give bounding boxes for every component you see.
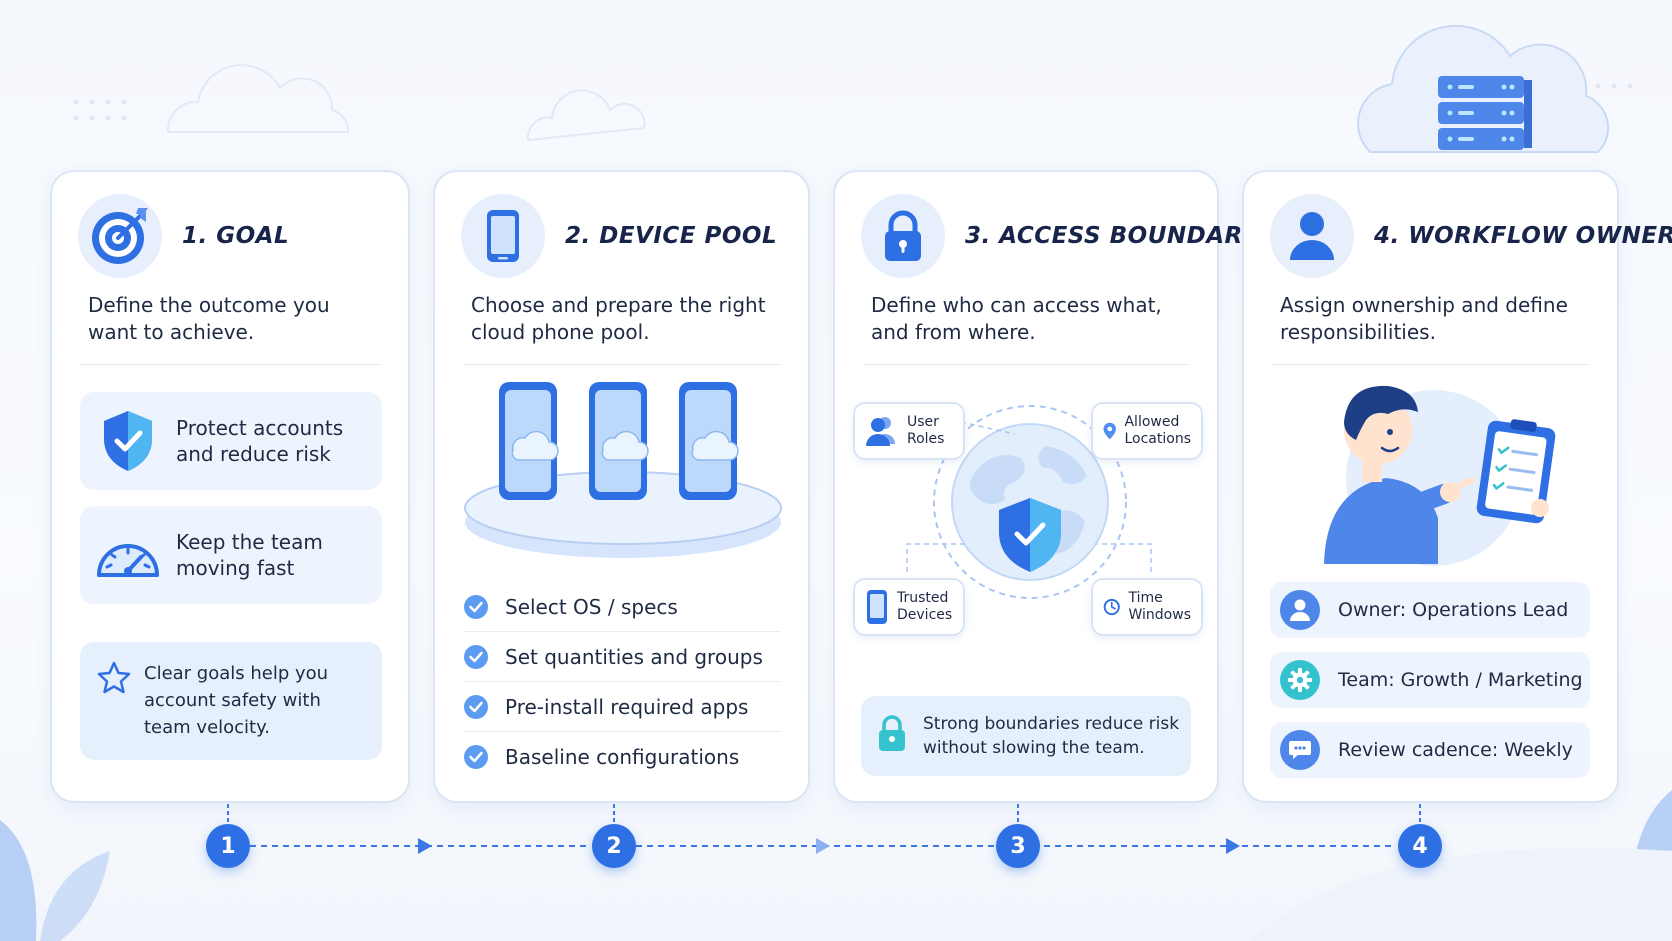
cloud-server-illustration: [1357, 24, 1610, 153]
cloud-outline-center: [526, 89, 646, 142]
step-marker-1: 1: [206, 824, 250, 868]
target-icon: [78, 194, 162, 278]
globe-shield-illustration: [933, 405, 1127, 599]
phone-1: [499, 382, 559, 500]
card-title: 2. DEVICE POOL: [565, 223, 778, 249]
card-title: 1. GOAL: [182, 223, 290, 249]
goal-note: Clear goals help you account safety with…: [80, 642, 382, 760]
step-marker-3: 3: [996, 824, 1040, 868]
card-access-boundary: 3. ACCESS BOUNDARY Define who can access…: [833, 170, 1257, 803]
card-device-pool: 2. DEVICE POOL Choose and prepare the ri…: [433, 170, 810, 803]
cloud-outline-left: [166, 64, 350, 133]
owner-row: Owner: Operations Lead: [1270, 582, 1590, 638]
card-goal: 1. GOAL Define the outcome you want to a…: [50, 170, 410, 803]
users-icon: [866, 417, 895, 446]
check-circle-icon: [464, 694, 488, 719]
arrow-right-icon: [1226, 838, 1240, 854]
phone-icon: [867, 590, 887, 624]
leaf-decoration-left: [0, 820, 110, 941]
lock-icon: [877, 714, 907, 756]
step-marker-2: 2: [592, 824, 636, 868]
arrow-right-icon: [418, 838, 432, 854]
speedometer-icon: [80, 531, 176, 579]
check-circle-icon: [464, 644, 488, 669]
person-clipboard-illustration: [1324, 385, 1556, 566]
shield-check-icon: [80, 409, 176, 473]
location-pin-icon: [1103, 422, 1116, 440]
card-description: Define the outcome you want to achieve.: [88, 293, 330, 344]
chat-bubble-icon: [1280, 730, 1320, 770]
card-description: Assign ownership and define responsibili…: [1280, 293, 1568, 344]
card-description: Define who can access what, and from whe…: [871, 293, 1162, 344]
phone-3: [679, 382, 739, 500]
cloud-phones-illustration: [464, 382, 782, 558]
card-title: 4. WORKFLOW OWNER: [1374, 223, 1672, 249]
card-workflow-owner: 4. WORKFLOW OWNER Assign ownership and d…: [1242, 170, 1672, 803]
check-circle-icon: [464, 745, 488, 769]
phone-2: [589, 382, 649, 500]
divider: [863, 364, 1189, 365]
clock-icon: [1103, 598, 1120, 616]
team-row: Team: Growth / Marketing: [1270, 652, 1590, 708]
card-description: Choose and prepare the right cloud phone…: [471, 293, 766, 344]
user-icon: [1280, 590, 1320, 630]
review-cadence-row: Review cadence: Weekly: [1270, 722, 1590, 778]
lock-icon: [861, 194, 945, 278]
step-marker-4: 4: [1398, 824, 1442, 868]
gear-icon: [1280, 660, 1320, 700]
arrow-right-icon: [816, 838, 830, 854]
card-title: 3. ACCESS BOUNDARY: [965, 223, 1258, 249]
check-circle-icon: [464, 594, 488, 619]
divider: [80, 364, 380, 365]
checklist-item: Pre-install required apps: [463, 682, 781, 732]
divider: [1272, 364, 1589, 365]
access-note: Strong boundaries reduce risk without sl…: [861, 696, 1191, 776]
user-icon: [1270, 194, 1354, 278]
checklist-item: Select OS / specs: [463, 582, 781, 632]
goal-item-protect: Protect accounts and reduce risk: [80, 392, 382, 490]
star-icon: [96, 660, 132, 700]
smartphone-icon: [461, 194, 545, 278]
goal-item-speed: Keep the team moving fast: [80, 506, 382, 604]
checklist-item: Baseline configurations: [463, 732, 781, 782]
divider: [463, 364, 780, 365]
checklist-item: Set quantities and groups: [463, 632, 781, 682]
